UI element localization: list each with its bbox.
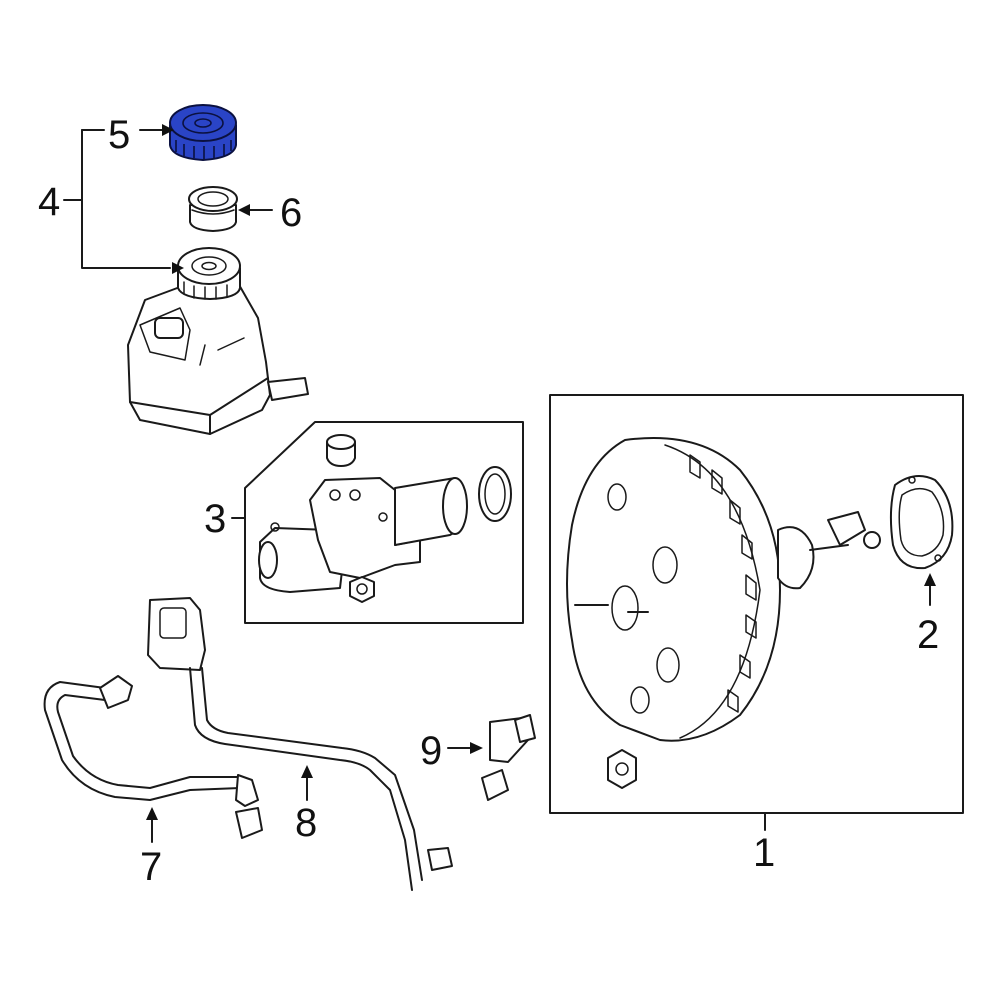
part-8-vacuum-line[interactable] [147,597,453,891]
callout-3: 3 [204,497,226,541]
part-1-brake-booster[interactable] [549,394,964,814]
part-7-vacuum-hose[interactable] [43,675,263,839]
callout-6: 6 [280,191,302,235]
callout-5: 5 [108,113,130,157]
callout-labels: 5 4 6 3 2 9 8 1 7 [38,113,939,889]
part-6-strainer[interactable] [188,186,238,232]
part-4-reservoir[interactable] [127,247,309,435]
part-9-sensor[interactable] [481,714,536,801]
callout-8: 8 [295,801,317,845]
callout-1: 1 [753,831,775,875]
callout-9: 9 [420,729,442,773]
leader-lines [63,124,936,843]
callout-2: 2 [917,613,939,657]
callout-4: 4 [38,180,60,224]
callout-7: 7 [140,845,162,889]
part-2-gasket[interactable] [889,475,954,570]
part-3-master-cylinder[interactable] [244,421,524,624]
part-5-reservoir-cap[interactable] [169,104,237,161]
